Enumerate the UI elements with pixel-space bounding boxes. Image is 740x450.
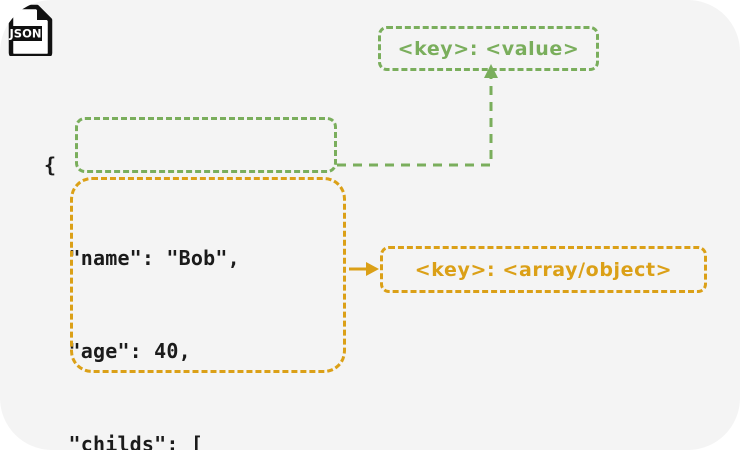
code-line: "age": 40, <box>44 339 191 363</box>
json-code-block: { "name": "Bob", "age": 40, "childs": [ … <box>44 88 326 450</box>
code-line: { <box>44 153 57 177</box>
json-badge-label: JSON <box>9 27 42 41</box>
code-line: "childs": [ <box>44 432 204 450</box>
legend-key-array-object-label: <key>: <array/object> <box>414 258 673 281</box>
legend-key-array-object: <key>: <array/object> <box>380 246 707 293</box>
legend-key-value: <key>: <value> <box>378 26 599 71</box>
legend-key-value-label: <key>: <value> <box>397 37 580 60</box>
green-connector-line <box>337 78 493 167</box>
code-line: "name": "Bob", <box>44 246 240 270</box>
orange-arrowhead-icon <box>366 262 379 276</box>
json-file-icon: JSON <box>8 4 56 59</box>
